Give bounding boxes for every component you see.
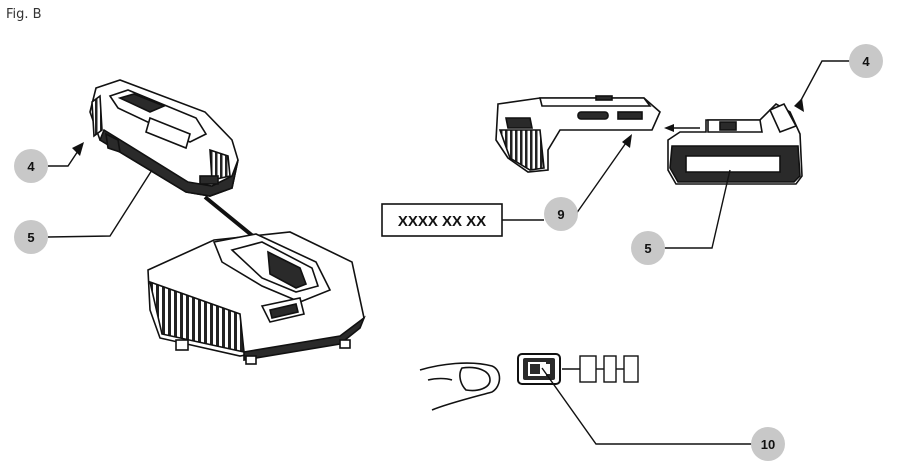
slide-arrow <box>664 124 700 132</box>
battery-pack-left <box>89 79 239 197</box>
serial-label-box: XXXX XX XX <box>381 203 544 237</box>
svg-text:4: 4 <box>27 159 35 174</box>
leader-lines <box>47 60 850 445</box>
power-tool <box>495 95 661 173</box>
charge-indicator <box>517 353 561 385</box>
callout-9: 9 <box>544 197 578 231</box>
serial-label-text: XXXX XX XX <box>398 213 486 230</box>
callout-4-right: 4 <box>849 44 883 78</box>
callout-5-right: 5 <box>631 231 665 265</box>
svg-text:5: 5 <box>644 241 651 256</box>
leader-arrowhead-left <box>72 142 84 156</box>
charger <box>147 231 366 365</box>
callout-5-left: 5 <box>14 220 48 254</box>
svg-text:4: 4 <box>862 54 870 69</box>
callout-4-left: 4 <box>14 149 48 183</box>
battery-pack-right <box>667 102 803 185</box>
svg-text:10: 10 <box>761 437 775 452</box>
svg-text:5: 5 <box>27 230 34 245</box>
svg-text:9: 9 <box>557 207 564 222</box>
leader-arrowhead-9 <box>622 134 632 148</box>
callout-10: 10 <box>751 427 785 461</box>
finger-hand <box>419 362 501 411</box>
leader-arrowhead-right <box>794 98 804 112</box>
figure-caption: Fig. B <box>6 7 42 22</box>
charge-bars <box>562 355 639 383</box>
